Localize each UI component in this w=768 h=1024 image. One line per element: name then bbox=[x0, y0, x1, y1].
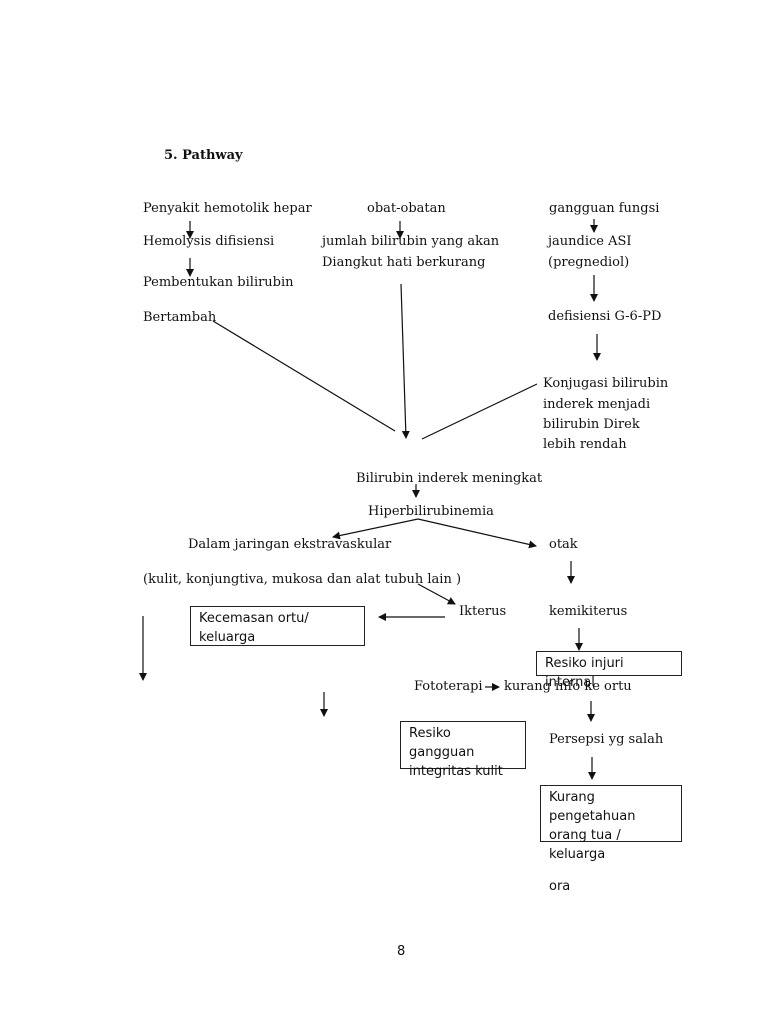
kernicterus: kemikiterus bbox=[549, 604, 628, 619]
cause-hemolytic-liver: Penyakit hemotolik hepar bbox=[143, 201, 312, 216]
conjugation-line4: lebih rendah bbox=[543, 437, 627, 452]
info-to-parents: kurang info ke ortu bbox=[504, 679, 632, 694]
affected-tissues: (kulit, konjungtiva, mukosa dan alat tub… bbox=[143, 572, 462, 587]
bilirubin-formation-line1: Pembentukan bilirubin bbox=[143, 275, 294, 290]
icterus: Ikterus bbox=[459, 604, 507, 619]
cause-drugs: obat-obatan bbox=[367, 201, 446, 216]
conjugation-line2: inderek menjadi bbox=[543, 397, 651, 412]
hyperbilirubinemia: Hiperbilirubinemia bbox=[368, 504, 494, 519]
cause-function-disorder: gangguan fungsi bbox=[549, 201, 660, 216]
box-knowledge-line2: pengetahuan bbox=[549, 809, 636, 824]
bilirubin-formation-line2: Bertambah bbox=[143, 310, 217, 325]
hemolysis-deficiency: Hemolysis difisiensi bbox=[143, 234, 275, 249]
extravascular-tissue: Dalam jaringan ekstravaskular bbox=[188, 537, 392, 552]
trailing-text: ora bbox=[549, 879, 571, 894]
box-knowledge-line3: orang tua / bbox=[549, 828, 621, 843]
box-skin-integrity-line3: integritas kulit bbox=[409, 764, 503, 779]
bilirubin-increase: Bilirubin inderek meningkat bbox=[356, 471, 543, 486]
brain: otak bbox=[549, 537, 578, 552]
box-skin-integrity-risk: Resiko gangguan integritas kulit bbox=[400, 721, 526, 779]
box-skin-integrity-line1: Resiko bbox=[409, 726, 451, 741]
page-number: 8 bbox=[397, 944, 406, 959]
box-parent-anxiety: Kecemasan ortu/ keluarga bbox=[190, 606, 365, 646]
transport-line2: Diangkut hati berkurang bbox=[322, 255, 486, 270]
box-parent-anxiety-line2: keluarga bbox=[199, 630, 256, 645]
line-left-to-convergence bbox=[212, 320, 396, 432]
arrow-hyper-to-brain bbox=[417, 518, 537, 549]
box-internal-injury-line2: internal bbox=[545, 675, 595, 690]
phototherapy: Fototerapi bbox=[414, 679, 483, 694]
box-knowledge-line1: Kurang bbox=[549, 790, 595, 805]
jaundice-line2: (pregnediol) bbox=[548, 255, 630, 270]
g6pd-deficiency: defisiensi G-6-PD bbox=[548, 309, 662, 324]
box-internal-injury-line1: Resiko injuri bbox=[545, 656, 624, 671]
box-internal-injury-risk: Resiko injuri internal bbox=[536, 651, 682, 690]
box-knowledge-deficit: Kurang pengetahuan orang tua / keluarga bbox=[540, 785, 682, 862]
box-parent-anxiety-line1: Kecemasan ortu/ bbox=[199, 611, 309, 626]
conjugation-line1: Konjugasi bilirubin bbox=[543, 376, 669, 391]
box-knowledge-line4: keluarga bbox=[549, 847, 606, 862]
wrong-perception: Persepsi yg salah bbox=[549, 732, 664, 747]
line-right-to-convergence bbox=[421, 383, 538, 440]
arrow-hyper-to-extravascular bbox=[332, 518, 419, 540]
section-heading: 5. Pathway bbox=[164, 148, 243, 163]
transport-line1: jumlah bilirubin yang akan bbox=[322, 234, 500, 249]
jaundice-line1: jaundice ASI bbox=[548, 234, 632, 249]
conjugation-line3: bilirubin Direk bbox=[543, 417, 640, 432]
box-skin-integrity-line2: gangguan bbox=[409, 745, 475, 760]
arrow-middle-to-convergence bbox=[400, 283, 410, 439]
arrow-tissues-to-icterus bbox=[417, 583, 456, 605]
